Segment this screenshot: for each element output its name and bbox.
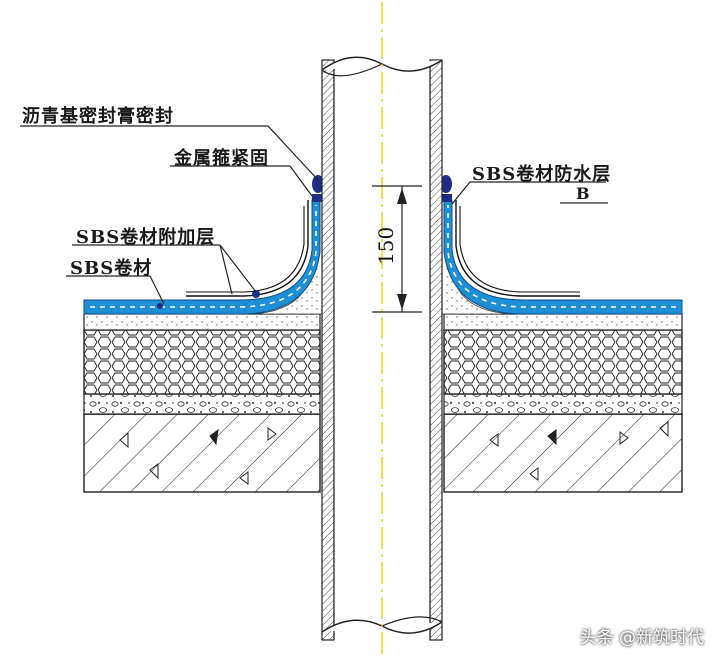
- sbs-membrane-right: [443, 199, 683, 315]
- leader-lines: [20, 125, 608, 305]
- leveling-layer: [83, 393, 683, 415]
- label-b: B: [576, 184, 591, 203]
- sealant-beads: [157, 175, 452, 309]
- label-sbs-membrane: SBS卷材: [70, 258, 153, 279]
- watermark: 头条 @新筑时代: [579, 628, 704, 648]
- label-sbs-additional-layer: SBS卷材附加层: [76, 227, 216, 248]
- label-metal-hoop: 金属箍紧固: [174, 148, 269, 169]
- screed-layer: [83, 313, 683, 331]
- sbs-membrane-left: [83, 199, 321, 315]
- structural-slab: [83, 413, 683, 493]
- label-asphalt-sealant: 沥青基密封膏密封: [22, 106, 174, 127]
- insulation-layer: [83, 329, 683, 395]
- dimension-150: [372, 185, 422, 313]
- label-sbs-waterproof-layer: SBS卷材防水层: [472, 164, 612, 185]
- dimension-value: 150: [374, 227, 398, 265]
